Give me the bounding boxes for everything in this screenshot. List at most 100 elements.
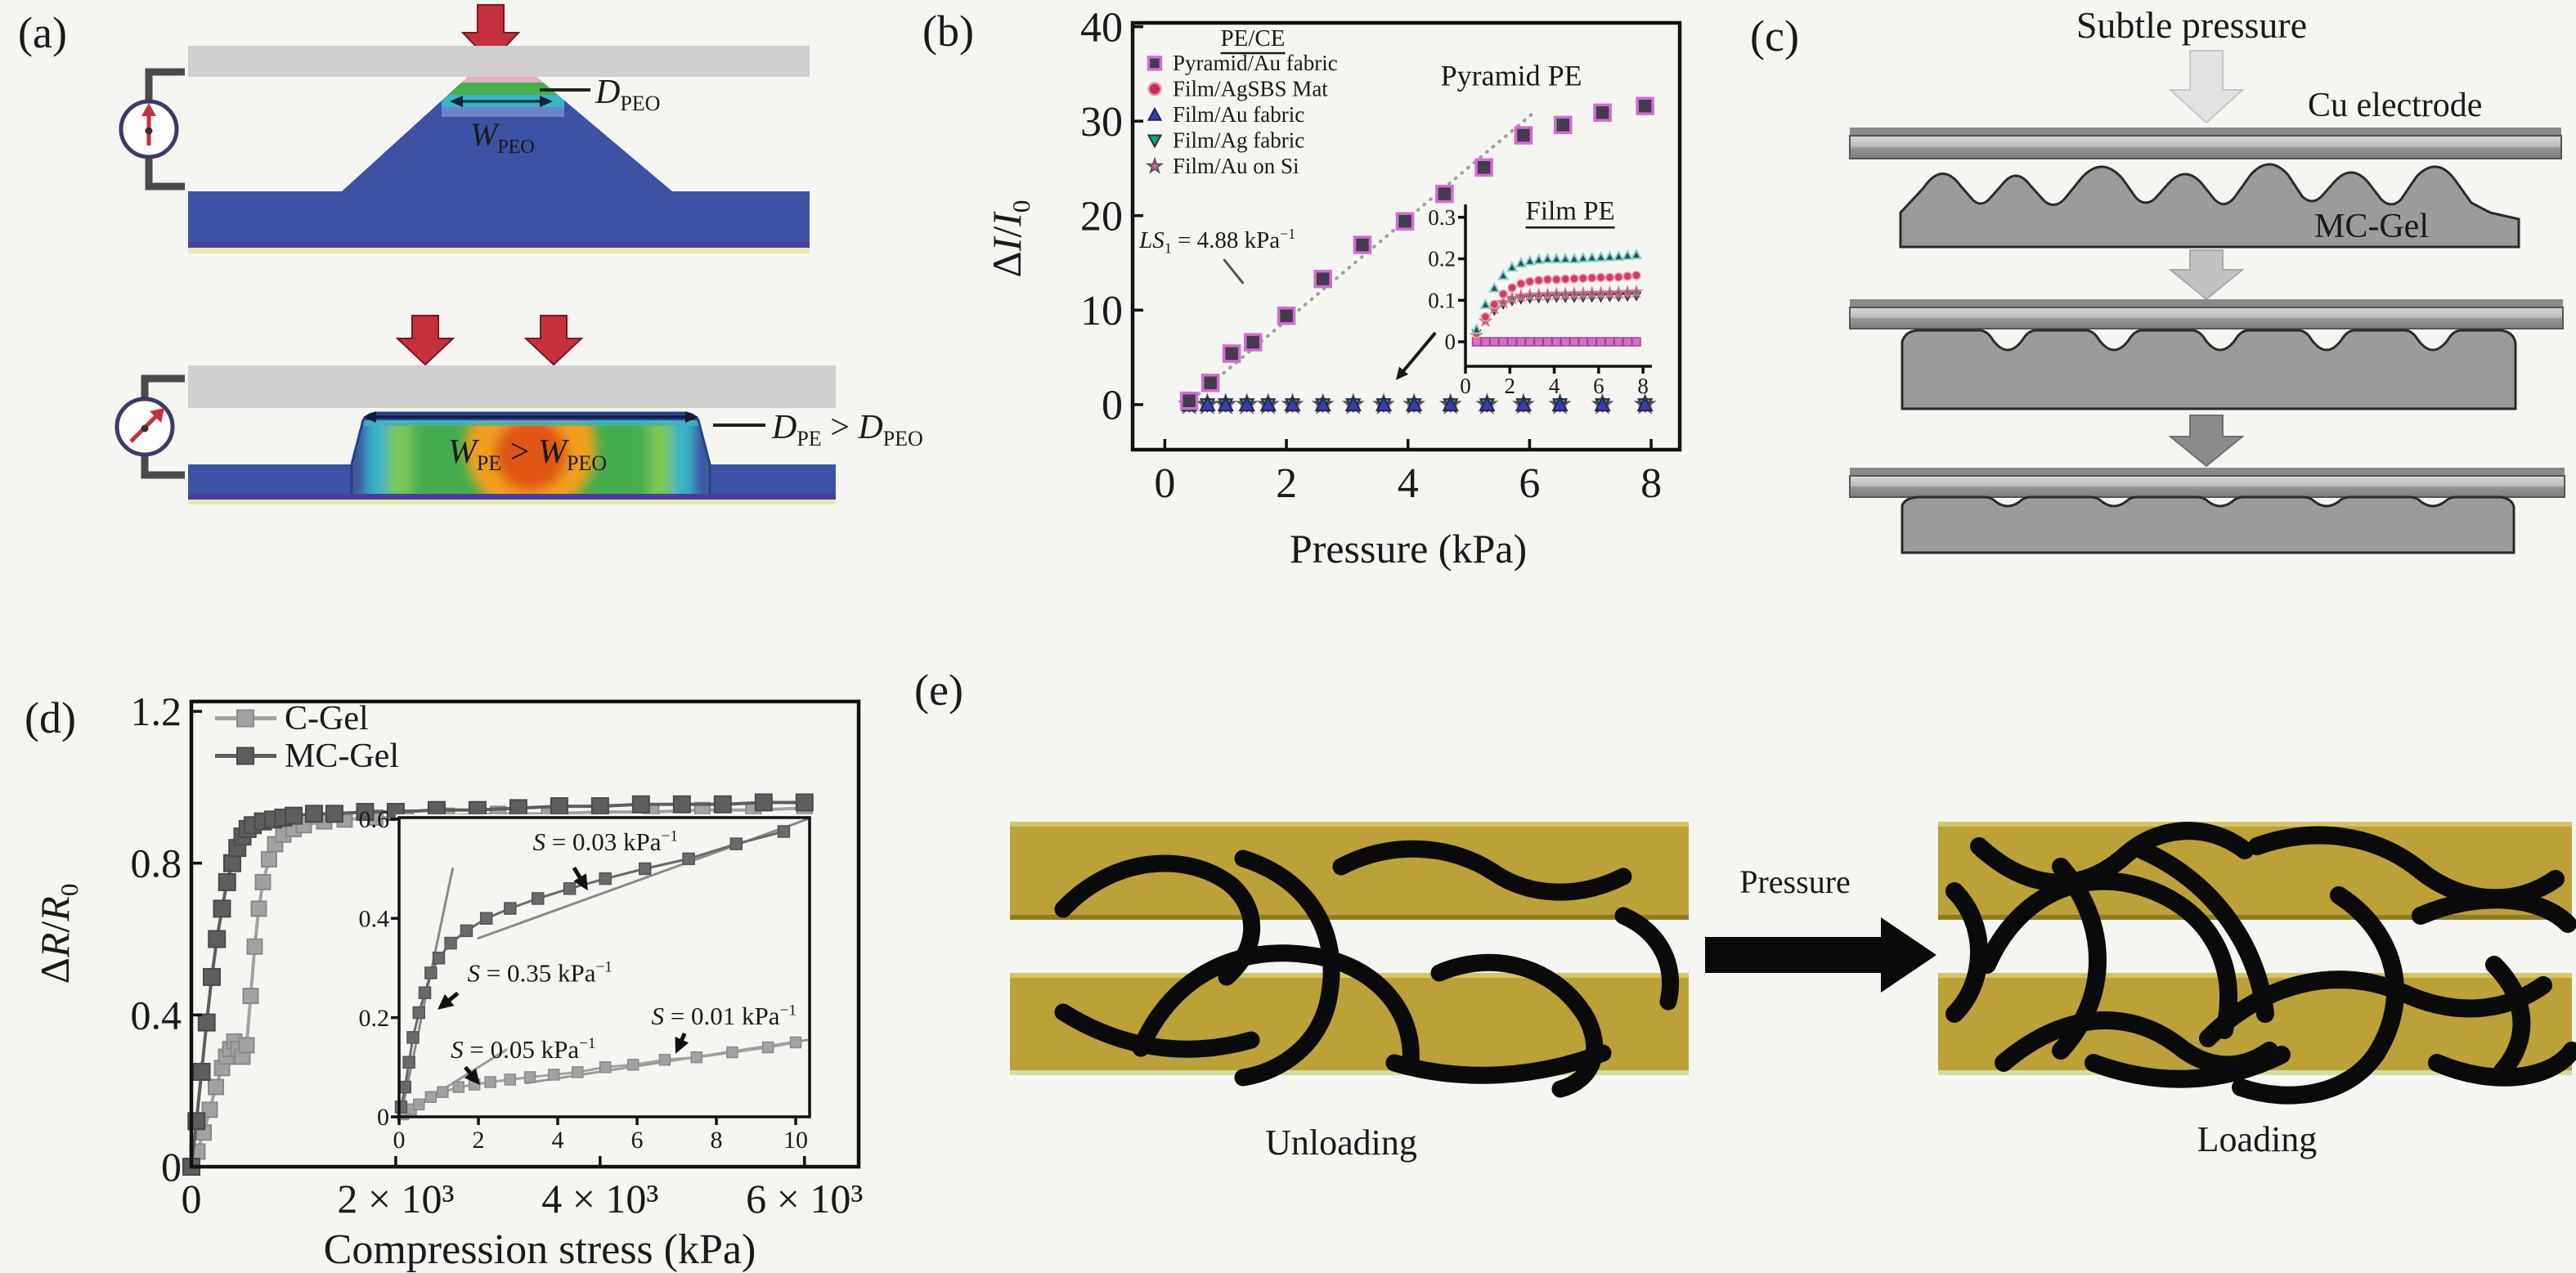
svg-text:0: 0: [1102, 383, 1123, 429]
loading-label: Loading: [2197, 1119, 2318, 1159]
svg-text:40: 40: [1080, 4, 1123, 51]
svg-text:8: 8: [1640, 460, 1662, 507]
mc-gel-flattened: [1901, 495, 2515, 554]
svg-text:0.8: 0.8: [131, 840, 182, 886]
wpeo-label: WPEO: [470, 116, 535, 158]
svg-text:2: 2: [473, 1127, 485, 1154]
svg-text:Compression stress (kPa): Compression stress (kPa): [324, 1226, 756, 1273]
svg-text:6 × 10³: 6 × 10³: [746, 1176, 863, 1221]
base-slab-glow: [188, 248, 810, 253]
gauge-icon: [114, 374, 185, 479]
svg-text:S = 0.35 kPa−1: S = 0.35 kPa−1: [467, 958, 612, 987]
width-arrowhead-right: [540, 96, 553, 107]
gel-stage-2: [1849, 299, 2564, 410]
svg-text:S = 0.05 kPa−1: S = 0.05 kPa−1: [451, 1035, 595, 1064]
svg-text:Film/Au fabric: Film/Au fabric: [1173, 102, 1304, 127]
svg-text:0: 0: [377, 1104, 389, 1131]
svg-text:1.2: 1.2: [131, 688, 182, 734]
gel-stage-1: MC-Gel: [1849, 128, 2562, 249]
plate-shadow: [1938, 915, 2572, 920]
panel-d-label: (d): [25, 693, 76, 742]
svg-text:ΔR/R0: ΔR/R0: [32, 884, 83, 984]
svg-text:ΔI/I0: ΔI/I0: [984, 200, 1035, 278]
svg-text:0: 0: [393, 1127, 406, 1154]
panel-a-label: (a): [18, 8, 67, 57]
pressure-arrow-icon: [523, 315, 584, 366]
svg-text:0: 0: [161, 1144, 182, 1190]
svg-text:Film PE: Film PE: [1526, 196, 1615, 226]
svg-text:0.2: 0.2: [1428, 247, 1456, 271]
svg-text:30: 30: [1080, 99, 1123, 146]
dpe-gt-dpeo-label: DPE > DPEO: [771, 409, 923, 450]
pyramid-tip-stress-colors: [442, 77, 564, 117]
svg-text:0.1: 0.1: [1428, 288, 1456, 312]
svg-text:8: 8: [711, 1127, 723, 1154]
svg-text:0.4: 0.4: [359, 905, 390, 932]
svg-text:0.4: 0.4: [131, 992, 182, 1038]
svg-text:0: 0: [1460, 374, 1471, 398]
plate-shadow: [1010, 915, 1689, 920]
panel-e: (e) Pressure: [914, 666, 2576, 1163]
svg-text:0: 0: [1154, 460, 1175, 507]
svg-text:4 × 10³: 4 × 10³: [541, 1176, 658, 1221]
svg-text:0: 0: [1445, 329, 1456, 354]
unloading-fibers: [1054, 840, 1680, 1098]
mc-gel-wavy: [1899, 163, 2520, 249]
svg-text:2 × 10³: 2 × 10³: [337, 1176, 454, 1221]
mc-gel-label: MC-Gel: [2314, 208, 2429, 245]
mc-gel-compressed: [1901, 329, 2517, 410]
base-slab-edge: [188, 242, 810, 248]
svg-text:Pressure (kPa): Pressure (kPa): [1290, 526, 1527, 572]
base-slab: [188, 191, 810, 242]
svg-text:6: 6: [631, 1127, 644, 1154]
svg-text:S = 0.01 kPa−1: S = 0.01 kPa−1: [652, 1002, 797, 1030]
svg-text:0.2: 0.2: [359, 1005, 390, 1032]
svg-text:S = 0.03 kPa−1: S = 0.03 kPa−1: [533, 827, 678, 856]
svg-text:6: 6: [1593, 374, 1604, 398]
svg-text:0: 0: [182, 1176, 202, 1221]
width-arrowhead-left: [450, 96, 463, 107]
pressure-right-arrow-icon: [1705, 917, 1936, 993]
svg-text:10: 10: [1080, 288, 1123, 334]
svg-text:PE/CE: PE/CE: [1221, 25, 1286, 52]
svg-text:Film/AgSBS Mat: Film/AgSBS Mat: [1173, 77, 1328, 101]
wpe-gt-wpeo-label: WPE > WPEO: [448, 433, 607, 475]
base-slab-glow: [188, 500, 836, 504]
panel-c: (c) Subtle pressure Cu electrode MC-Gel: [1750, 4, 2565, 554]
subtle-pressure-title: Subtle pressure: [2076, 4, 2307, 46]
unloading-label: Unloading: [1265, 1123, 1417, 1163]
svg-text:LS1 = 4.88 kPa−1: LS1 = 4.88 kPa−1: [1138, 226, 1295, 256]
cu-electrode-bar: [1849, 307, 2564, 329]
width-arrowhead-left: [363, 411, 376, 423]
pressure-arrow-icon: [395, 315, 456, 366]
svg-text:0.3: 0.3: [1428, 205, 1456, 230]
panel-a: (a) DPEO WPEO: [18, 4, 923, 504]
svg-text:20: 20: [1080, 193, 1123, 240]
plate-highlight: [1010, 822, 1689, 827]
base-slab-edge: [188, 494, 836, 500]
compressed-pyramid-fea: [350, 411, 711, 500]
panel-e-label: (e): [914, 666, 963, 715]
plate-glow: [1010, 1070, 1689, 1075]
svg-text:MC-Gel: MC-Gel: [285, 737, 399, 775]
svg-text:Pyramid/Au fabric: Pyramid/Au fabric: [1173, 51, 1338, 75]
svg-text:Film/Au on Si: Film/Au on Si: [1173, 154, 1299, 178]
panel-c-label: (c): [1750, 11, 1799, 61]
svg-text:6: 6: [1519, 460, 1540, 507]
cu-electrode-label: Cu electrode: [2308, 87, 2482, 124]
loading-fibers: [1945, 822, 2576, 1105]
svg-text:0.6: 0.6: [359, 806, 390, 833]
svg-text:2: 2: [1276, 460, 1297, 507]
cu-electrode-bar: [1849, 475, 2565, 498]
pyramid-peo: [342, 77, 672, 191]
svg-text:4: 4: [1398, 460, 1419, 507]
svg-text:4: 4: [552, 1127, 564, 1154]
svg-text:10: 10: [783, 1127, 808, 1154]
pressure-label: Pressure: [1739, 863, 1851, 900]
svg-text:Film/Ag fabric: Film/Ag fabric: [1173, 128, 1304, 153]
svg-text:Pyramid PE: Pyramid PE: [1441, 59, 1582, 92]
top-electrode-plate: [188, 46, 810, 77]
